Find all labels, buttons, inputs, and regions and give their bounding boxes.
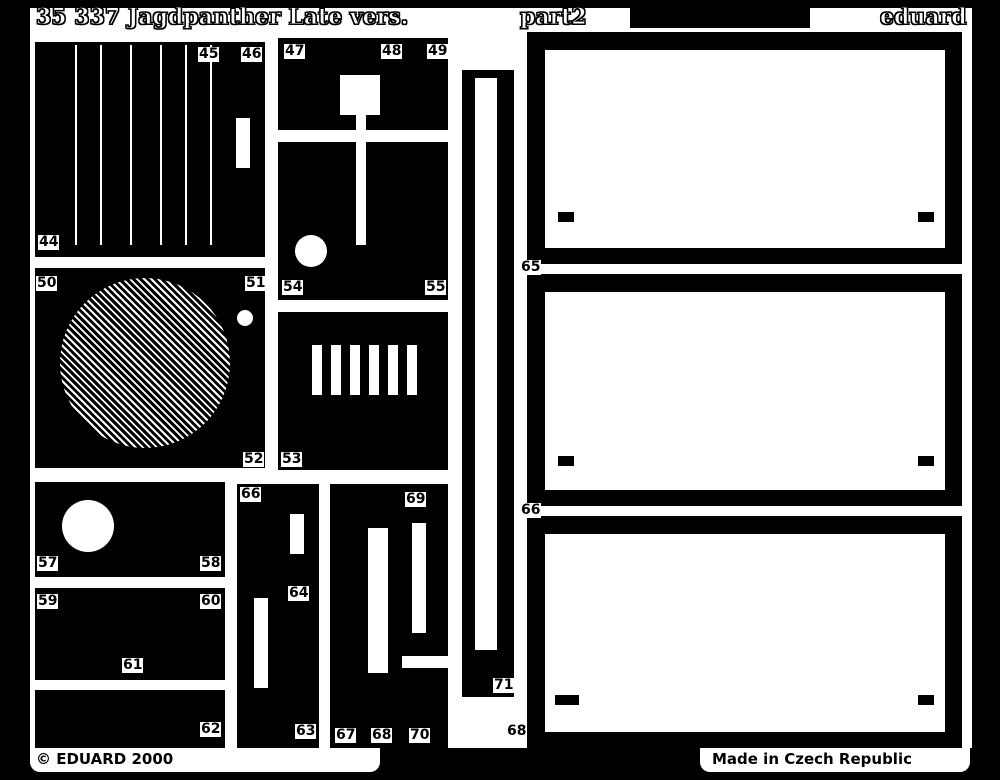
label-68: 68: [371, 727, 393, 743]
label-48: 48: [381, 43, 403, 59]
label-51: 51: [245, 275, 267, 291]
brand-logo: eduard: [880, 4, 968, 31]
label-46: 46: [241, 46, 263, 62]
label-panel-65: 65: [520, 259, 542, 275]
origin-text: Made in Czech Republic: [712, 750, 912, 768]
label-66-small: 66: [240, 486, 262, 502]
label-59: 59: [37, 593, 59, 609]
label-50: 50: [36, 275, 58, 291]
copyright-area: [30, 748, 380, 772]
label-69: 69: [405, 491, 427, 507]
label-64: 64: [288, 585, 310, 601]
fret-title: 35 337 Jagdpanther Late vers.: [35, 4, 409, 31]
part-53: [312, 345, 422, 395]
part-50-grille: [60, 278, 230, 448]
part-54: [295, 235, 327, 267]
label-47: 47: [284, 43, 306, 59]
origin-area: [700, 748, 970, 772]
label-62: 62: [200, 721, 222, 737]
label-53: 53: [281, 451, 303, 467]
label-71: 71: [493, 677, 515, 693]
label-63: 63: [295, 723, 317, 739]
label-panel-68: 68: [506, 723, 528, 739]
part-63-66-block: [237, 484, 319, 748]
label-70: 70: [409, 727, 431, 743]
label-49: 49: [427, 43, 449, 59]
sprue: [630, 8, 810, 28]
label-61: 61: [122, 657, 144, 673]
label-55: 55: [425, 279, 447, 295]
part-57: [62, 500, 114, 552]
title-area: [30, 8, 972, 36]
label-54: 54: [282, 279, 304, 295]
part-51: [237, 310, 253, 326]
part-71: [475, 78, 497, 650]
label-57: 57: [37, 555, 59, 571]
label-44: 44: [38, 234, 60, 250]
part-68: [368, 528, 388, 673]
label-45: 45: [198, 46, 220, 62]
fret-frame-left: [0, 0, 30, 780]
copyright-text: © EDUARD 2000: [36, 750, 174, 768]
part-46: [236, 118, 250, 168]
fret-frame-top: [0, 0, 1000, 8]
label-52: 52: [243, 451, 265, 467]
part-67-70-block: [330, 484, 448, 748]
part-48: [340, 75, 380, 115]
label-58: 58: [200, 555, 222, 571]
label-67: 67: [335, 727, 357, 743]
label-60: 60: [200, 593, 222, 609]
part-69: [412, 523, 426, 633]
part-44-46-block: [35, 42, 265, 257]
part-62-block: [35, 690, 225, 748]
part-label: part2: [520, 4, 588, 31]
label-panel-66: 66: [520, 502, 542, 518]
fret-frame-right: [972, 0, 1000, 780]
